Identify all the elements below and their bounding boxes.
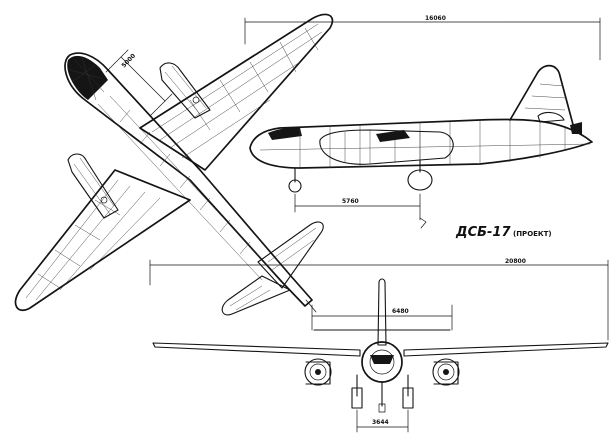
plan-wing-lower — [14, 169, 191, 312]
side-length-dimension: 16060 — [244, 15, 601, 61]
front-engine-left — [304, 358, 332, 386]
front-view: 20800 6480 — [149, 258, 609, 433]
front-engine-right — [432, 358, 460, 386]
front-landing-gear — [351, 374, 414, 413]
side-view: 16060 5760 ДСБ-1 — [244, 15, 601, 240]
side-gear-label: 5760 — [342, 198, 359, 205]
plan-tailplane — [221, 221, 324, 316]
drawing-title: ДСБ-17 (ПРОЕКТ) — [455, 225, 552, 240]
front-wing — [152, 342, 361, 357]
side-nacelle — [319, 129, 454, 165]
aircraft-designation: ДСБ-17 — [455, 225, 511, 240]
side-tail-fin — [509, 64, 576, 133]
tailplane-span-label: 6480 — [392, 308, 409, 315]
wingspan-label: 20800 — [505, 258, 526, 265]
wingspan-dimension: 20800 — [149, 258, 609, 341]
nose-dimension: 5000 — [105, 49, 173, 117]
project-note: (ПРОЕКТ) — [513, 230, 552, 238]
side-fuselage — [249, 118, 593, 169]
side-length-label: 16060 — [425, 15, 446, 22]
gear-track-dimension: 3644 — [356, 409, 409, 433]
plan-wing-upper — [139, 13, 334, 171]
plan-nacelle-lower — [67, 153, 119, 219]
plan-nacelle-upper — [159, 62, 211, 119]
side-landing-gear — [288, 159, 433, 229]
tailplane-dimension: 6480 — [311, 304, 453, 331]
front-tail-fin — [377, 278, 387, 346]
plan-fuselage — [64, 52, 317, 313]
side-gear-dimension: 5760 — [294, 193, 421, 213]
plan-view: 5000 — [14, 13, 334, 316]
gear-track-label: 3644 — [372, 419, 389, 426]
